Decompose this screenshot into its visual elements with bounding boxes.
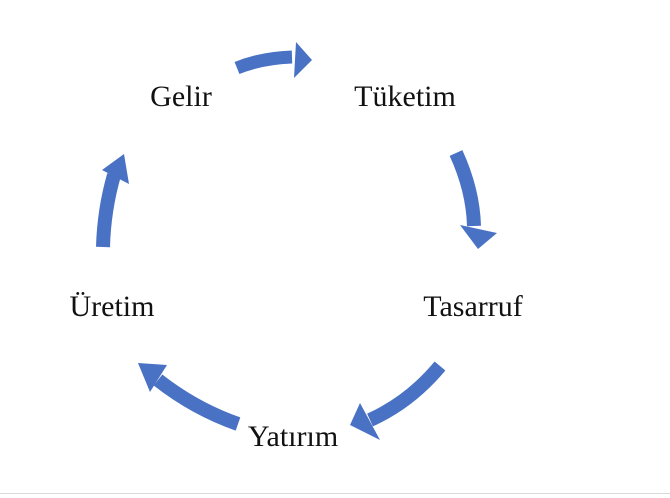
arrow-tasarruf-to-yatirim (350, 361, 446, 440)
node-label-gelir: Gelir (150, 80, 212, 113)
arrow-head-tuketim-to-tasarruf (460, 225, 497, 249)
arrow-yatirim-to-uretim (138, 363, 241, 431)
arrow-head-gelir-to-tuketim (294, 42, 312, 78)
arrow-shaft-gelir-to-tuketim (234, 50, 293, 75)
arrow-head-uretim-to-gelir (102, 154, 129, 184)
arrow-head-tasarruf-to-yatirim (350, 403, 380, 440)
arrow-shaft-uretim-to-gelir (96, 173, 121, 248)
arrow-gelir-to-tuketim (234, 42, 312, 78)
bottom-divider (0, 493, 670, 494)
arrow-head-yatirim-to-uretim (138, 363, 167, 392)
arrow-tuketim-to-tasarruf (449, 150, 497, 249)
arrow-shaft-tasarruf-to-yatirim (367, 361, 446, 427)
node-label-yatirim: Yatırım (248, 420, 338, 453)
node-label-uretim: Üretim (70, 290, 155, 323)
arrow-uretim-to-gelir (96, 154, 129, 248)
arrow-shaft-tuketim-to-tasarruf (449, 150, 481, 227)
arrow-shaft-yatirim-to-uretim (153, 374, 241, 431)
node-label-tasarruf: Tasarruf (423, 290, 523, 323)
node-label-tuketim: Tüketim (354, 80, 456, 113)
